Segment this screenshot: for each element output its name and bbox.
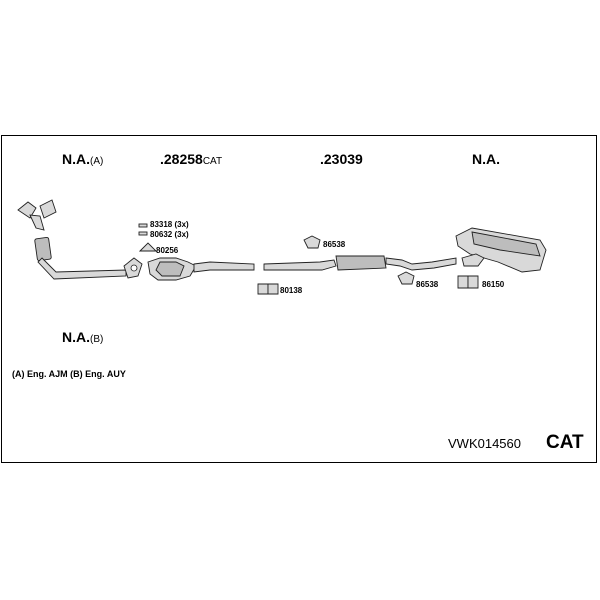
rear-silencer: [455, 227, 547, 273]
alt-suffix: (B): [90, 334, 104, 345]
catalyst-suffix: CAT: [202, 156, 223, 167]
front-pipe-suffix: (A): [90, 156, 104, 167]
catalytic-converter: [147, 257, 255, 281]
catalyst-code: .28258: [160, 151, 203, 167]
front-pipe-label: N.A.(A): [62, 152, 103, 167]
part-83318: 83318 (3x): [150, 220, 189, 229]
rear-code: N.A.: [472, 151, 500, 167]
kit-code: VWK014560: [448, 436, 521, 451]
middle-code: .23039: [320, 151, 363, 167]
catalyst-label: .28258CAT: [160, 152, 222, 167]
part-86150: 86150: [482, 280, 505, 289]
part-86538-b: 86538: [416, 280, 439, 289]
front-pipe: [17, 199, 143, 280]
middle-silencer: [263, 255, 457, 271]
part-86538-a: 86538: [323, 240, 346, 249]
part-80632: 80632 (3x): [150, 230, 189, 239]
alt-front-pipe-label: N.A.(B): [62, 330, 103, 345]
front-pipe-code: N.A.: [62, 151, 90, 167]
part-80256: 80256: [156, 246, 179, 255]
hardware-icons: [138, 223, 479, 295]
engine-note: (A) Eng. AJM (B) Eng. AUY: [12, 369, 126, 379]
alt-code: N.A.: [62, 329, 90, 345]
kit-type: CAT: [546, 432, 584, 453]
diagram-frame: [1, 135, 597, 463]
part-80138: 80138: [280, 286, 303, 295]
middle-label: .23039: [320, 152, 363, 166]
rear-label: N.A.: [472, 152, 500, 166]
